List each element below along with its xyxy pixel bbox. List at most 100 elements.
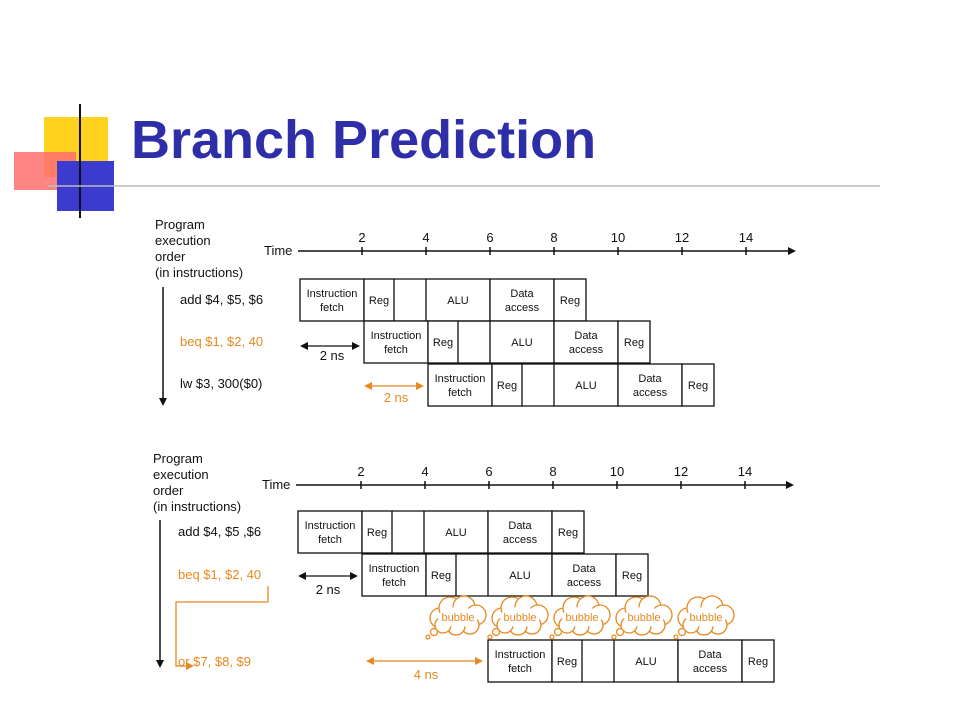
top-tick-label-2: 6 [486,230,493,245]
bubble-3-tail-0 [615,627,625,637]
bot-row0-reg-write-label: Reg [558,527,578,539]
bot-tick-label-5: 12 [674,464,688,479]
top-instruction-1: beq $1, $2, 40 [180,334,263,349]
bot-row2-data-access-label-line1: Data [698,649,722,661]
bot-row2-instruction-fetch-label-line2: fetch [508,663,532,675]
top-row0-data-access-label-line2: access [505,302,540,314]
bot-delay-1-arrow-left [298,572,306,580]
bot-row2-instruction-fetch-box [487,639,553,683]
top-delay-2-arrow-left [364,382,372,390]
bubble-4-tail-0 [677,627,687,637]
bubble-1-fill [500,607,540,627]
top-time-axis-arrow [788,247,796,255]
bot-row0-data-access-label-line1: Data [508,520,532,532]
top-delay-1-label: 2 ns [320,348,345,363]
top-row0-instruction-fetch-label-line2: fetch [320,302,344,314]
top-tick-label-1: 4 [422,230,429,245]
bot-row0-instruction-fetch-label-line1: Instruction [305,520,356,532]
top-row0-instruction-fetch-label-line1: Instruction [307,288,358,300]
bot-delay-1-arrow-right [350,572,358,580]
top-row1-reg-read-label: Reg [433,337,453,349]
bot-row2-reg-write-box [741,639,775,683]
bot-row0-instruction-fetch-label-line2: fetch [318,534,342,546]
bot-row0-alu-label: ALU [445,527,466,539]
bot-delay-2-arrow-left [366,657,374,665]
top-row0-alu-label: ALU [447,295,468,307]
top-row1-reg-write-box [617,320,651,364]
bot-row2-data-access-box [677,639,743,683]
top-row0-reg-write-label: Reg [560,295,580,307]
top-row0-alu-box [425,278,491,322]
top-row0-instruction-fetch-box [299,278,365,322]
top-tick-label-3: 8 [550,230,557,245]
bot-row2-reg-read-box [551,639,583,683]
top-delay-1-arrow-left [300,342,308,350]
top-row2-reg-write-label: Reg [688,380,708,392]
top-tick-label-4: 10 [611,230,625,245]
bubble-3-fill [624,607,664,627]
top-instruction-0: add $4, $5, $6 [180,292,263,307]
bot-row2-alu-label: ALU [635,656,656,668]
bot-instruction-2: or $7, $8, $9 [178,654,251,669]
top-tick-label-6: 14 [739,230,753,245]
bot-program-label-0: Program [153,451,203,466]
bubble-1: bubble [487,595,549,640]
top-row1-data-access-box [553,320,619,364]
top-delay-2-label: 2 ns [384,390,409,405]
top-row1-data-access-label-line2: access [569,344,604,356]
bubble-0-tail-1 [425,634,431,640]
top-row2-alu-label: ALU [575,380,596,392]
bot-row1-data-access-label-line1: Data [572,563,596,575]
bubble-4-fill [686,607,726,627]
bot-row0-reg-read-box [361,510,393,554]
bot-row0-instruction-fetch-box [297,510,363,554]
top-row1-instruction-fetch-label-line2: fetch [384,344,408,356]
slide-title: Branch Prediction [131,110,597,170]
bot-program-label-1: execution [153,467,209,482]
top-row1-reg-read-box [427,320,459,364]
bubble-0-tail-0 [429,627,439,637]
bot-instruction-0: add $4, $5 ,$6 [178,524,261,539]
top-row1-instruction-fetch-box [363,320,429,364]
bubble-1-tail-1 [487,634,493,640]
top-program-label-1: execution [155,233,211,248]
top-program-label-0: Program [155,217,205,232]
top-tick-label-0: 2 [358,230,365,245]
bot-tick-label-0: 2 [357,464,364,479]
top-order-arrow-head [159,398,167,406]
top-instruction-2: lw $3, 300($0) [180,376,262,391]
bubble-3-label: bubble [627,612,660,624]
bot-row1-reg-read-box [425,553,457,597]
top-row2-reg-write-box [681,363,715,407]
bot-row1-instruction-fetch-box [361,553,427,597]
top-tick-label-5: 12 [675,230,689,245]
bot-tick-label-1: 4 [421,464,428,479]
bubble-2-tail-1 [549,634,555,640]
top-row0-data-access-label-line1: Data [510,288,534,300]
bot-row2-reg-write-label: Reg [748,656,768,668]
bot-row1-reg-write-label: Reg [622,570,642,582]
bot-row0-reg-write-box [551,510,585,554]
bot-row1-reg-write-box [615,553,649,597]
bubble-0-fill [438,607,478,627]
bot-row1-alu-box [487,553,553,597]
bot-row1-data-access-label-line2: access [567,577,602,589]
bubble-4-label: bubble [689,612,722,624]
bot-row0-reg-read-label: Reg [367,527,387,539]
top-row2-reg-read-box [491,363,523,407]
bubble-2-tail-0 [553,627,563,637]
bot-row0-data-access-box [487,510,553,554]
bot-tick-label-3: 8 [549,464,556,479]
bot-row2-data-access-label-line2: access [693,663,728,675]
top-row1-reg-write-label: Reg [624,337,644,349]
top-row0-reg-read-label: Reg [369,295,389,307]
bubble-2: bubble [549,595,611,640]
bot-row2-reg-read-label: Reg [557,656,577,668]
bubble-0: bubble [425,595,487,640]
top-row1-instruction-fetch-label-line1: Instruction [371,330,422,342]
bubble-1-label: bubble [503,612,536,624]
bot-row1-instruction-fetch-label-line2: fetch [382,577,406,589]
bot-row2-instruction-fetch-label-line1: Instruction [495,649,546,661]
top-row2-data-access-label-line2: access [633,387,668,399]
